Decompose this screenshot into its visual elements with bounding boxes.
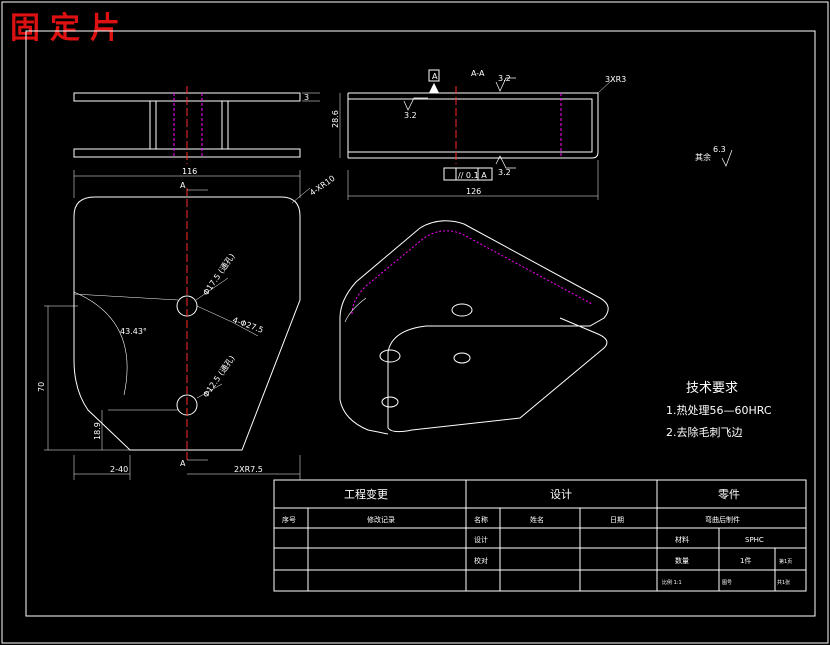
rough-b: 3.2 — [404, 111, 417, 120]
finish-other-value: 6.3 — [713, 145, 726, 154]
tb-design: 设计 — [550, 488, 572, 501]
tb-row-check: 校对 — [474, 556, 488, 565]
corner-radius: 4-XR10 — [308, 174, 337, 198]
tb-parts: 零件 — [718, 488, 740, 501]
tb-col-seq: 序号 — [282, 515, 296, 524]
angle-dim: 43.43° — [120, 327, 147, 336]
datum-label: A — [432, 72, 438, 81]
dim-bottom-left: 2-40 — [110, 465, 128, 474]
tb-col-person: 姓名 — [530, 515, 544, 524]
tb-page: 第1页 — [779, 558, 792, 565]
dim-plan-height: 70 — [37, 382, 46, 392]
tb-sheet: 共1张 — [777, 579, 790, 586]
dim-flatwidth: 116 — [182, 167, 197, 176]
hole-bottom-callout: Φ12.5 (通孔) — [200, 353, 236, 399]
section-label: A-A — [471, 69, 485, 78]
section-view — [339, 69, 733, 200]
dim-height: 28.6 — [331, 110, 340, 128]
tb-col-record: 修改记录 — [367, 515, 395, 524]
dim-bottom-right: 2XR7.5 — [234, 465, 263, 474]
tb-part-name: 弯曲后制件 — [705, 515, 740, 524]
tb-row-design: 设计 — [474, 535, 488, 544]
requirement-1: 1.热处理56—60HRC — [666, 404, 772, 417]
requirements-heading: 技术要求 — [686, 381, 738, 396]
section-mark-top: A — [180, 181, 186, 190]
hole-top-callout: Φ17.5 (通孔) — [200, 251, 236, 297]
plan-view — [44, 170, 311, 480]
dim-thickness: 3 — [304, 93, 309, 102]
rough-c: 3.2 — [498, 168, 511, 177]
tb-scale: 比例 1:1 — [662, 579, 682, 586]
section-mark-bottom: A — [180, 459, 186, 468]
dim-length: 126 — [466, 187, 481, 196]
finish-other-label: 其余 — [695, 152, 711, 162]
tb-qty-value: 1件 — [740, 556, 751, 565]
requirement-2: 2.去除毛刺飞边 — [666, 425, 743, 439]
inner-border — [25, 30, 816, 617]
tb-drawing-no: 图号 — [722, 580, 732, 586]
tb-engineering-change: 工程变更 — [344, 487, 388, 501]
tb-col-name: 名称 — [474, 515, 488, 524]
title-block — [273, 479, 807, 592]
tb-qty-label: 数量 — [675, 556, 689, 565]
slot-callout: 4-Φ27.5 — [231, 315, 264, 334]
rough-a: 3.2 — [498, 74, 511, 83]
dim-plan-h2: 18.9 — [93, 422, 102, 440]
tb-material-value: SPHC — [745, 536, 764, 544]
page-title: 固定片 — [10, 11, 130, 46]
side-r: 3XR3 — [605, 75, 626, 84]
geom-tol: // 0.1 A — [458, 171, 487, 180]
tb-col-date: 日期 — [610, 516, 624, 524]
tb-material-label: 材料 — [675, 535, 689, 544]
top-view — [73, 86, 320, 164]
isometric-view — [339, 220, 609, 435]
